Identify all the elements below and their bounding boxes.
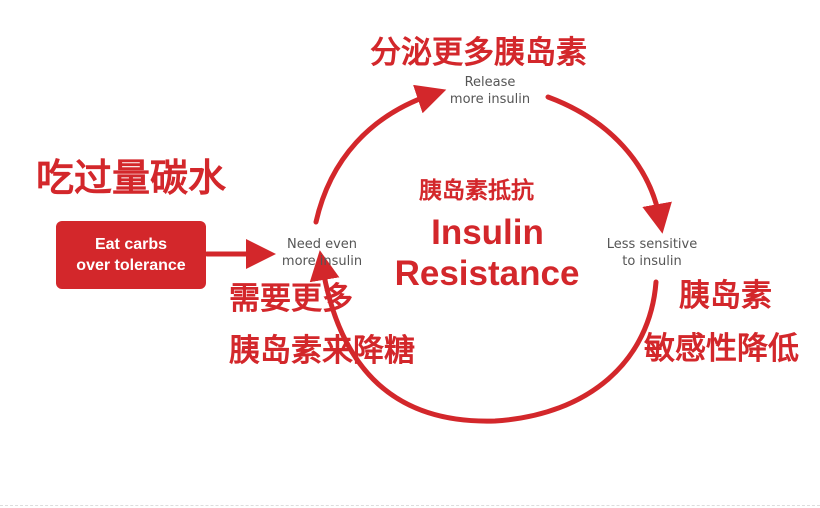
center-title-line1: Insulin	[431, 213, 544, 252]
trigger-box-line2: over tolerance	[76, 257, 186, 274]
center-title-line2: Resistance	[394, 254, 580, 293]
stage-left-label-en: Need even more insulin	[272, 236, 372, 270]
cycle-arrow-top-to-right	[545, 94, 672, 234]
trigger-box-line1: Eat carbs	[94, 236, 168, 253]
stage-top-label-cn: 分泌更多胰岛素	[370, 35, 587, 71]
stage-right-en-line1: Less sensitive	[606, 237, 698, 252]
cycle-arrow-left-to-top	[313, 84, 447, 225]
stage-right-label-cn-line2: 敏感性降低	[644, 331, 799, 367]
stage-left-label-cn-line2: 胰岛素来降糖	[229, 333, 415, 369]
cycle-arrow-right-to-left	[309, 250, 659, 424]
center-label-cn: 胰岛素抵抗	[419, 178, 534, 204]
stage-right-en-line2: to insulin	[622, 254, 682, 269]
stage-top-label-en: Release more insulin	[440, 74, 540, 108]
stage-left-en-line1: Need even	[286, 237, 358, 252]
bottom-divider	[0, 505, 820, 506]
trigger-label-cn: 吃过量碳水	[36, 156, 227, 200]
stage-top-en-line2: more insulin	[449, 92, 531, 107]
stage-left-label-cn-line1: 需要更多	[229, 281, 353, 317]
stage-right-label-cn-line1: 胰岛素	[679, 278, 772, 314]
stage-left-en-line2: more insulin	[281, 254, 363, 269]
stage-right-label-en: Less sensitive to insulin	[596, 236, 708, 270]
trigger-box: Eat carbs over tolerance	[56, 221, 206, 289]
stage-top-en-line1: Release	[464, 75, 516, 90]
